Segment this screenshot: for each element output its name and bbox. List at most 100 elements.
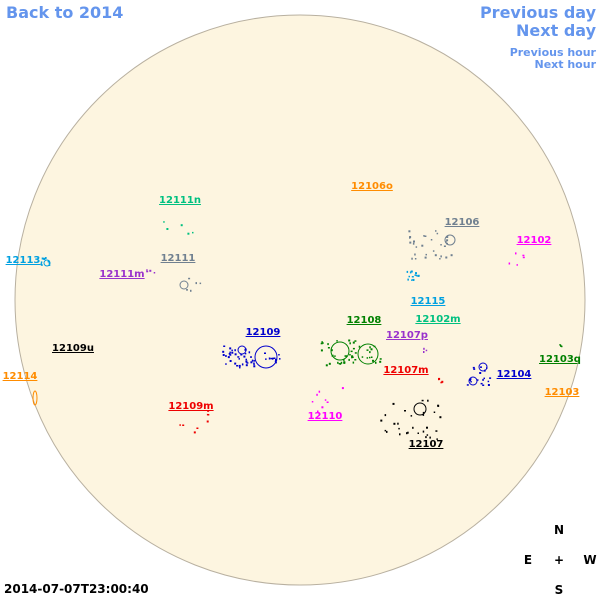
sunspot-dot [470, 381, 472, 383]
region-label-12106[interactable]: 12106 [445, 217, 480, 228]
sunspot-dot [188, 277, 191, 280]
sunspot-dot [354, 340, 357, 342]
sunspot-dot [244, 348, 247, 351]
region-label-12108[interactable]: 12108 [347, 315, 382, 326]
sunspot-dot [399, 433, 401, 436]
sunspot-dot [190, 289, 192, 292]
sunspot-dot [421, 244, 424, 247]
sunspot-dot [273, 357, 276, 359]
region-label-12115[interactable]: 12115 [411, 296, 446, 307]
sunspot-dot [434, 254, 437, 257]
sunspot-dot [234, 362, 237, 365]
sunspot-dot [149, 269, 152, 272]
region-label-12114[interactable]: 12114 [3, 371, 38, 382]
region-label-12102m[interactable]: 12102m [415, 314, 460, 325]
next-day-link[interactable]: Next day [516, 21, 596, 40]
sunspot-dot [379, 360, 382, 363]
sunspot-group-12111m [146, 269, 156, 274]
solar-disk [14, 14, 586, 586]
sunspot-dot [352, 347, 355, 350]
previous-day-link[interactable]: Previous day [479, 3, 596, 22]
sunspot-dot [473, 368, 476, 370]
sunspot-dot [415, 246, 418, 248]
sunspot-dot [409, 236, 412, 238]
sunspot-dot [487, 380, 490, 383]
sunspot-dot [411, 276, 414, 278]
region-label-12106o[interactable]: 12106o [351, 181, 393, 192]
sunspot-dot [480, 366, 482, 368]
sunspot-dot [438, 377, 441, 380]
region-label-12111m[interactable]: 12111m [99, 269, 144, 280]
sunspot-dot [348, 339, 351, 342]
sunspot-dot [422, 413, 425, 416]
sunspot-dot [479, 372, 482, 374]
sunspot-dot [241, 363, 244, 366]
previous-hour-link[interactable]: Previous hour [509, 46, 596, 59]
sunspot-dot [248, 351, 251, 354]
sunspot-dot [408, 275, 410, 278]
region-label-12109[interactable]: 12109 [246, 327, 281, 338]
sunspot-dot [413, 240, 415, 243]
sunspot-dot [437, 405, 440, 407]
sunspot-dot [352, 341, 355, 344]
sunspot-dot [229, 360, 232, 362]
sunspot-dot [349, 354, 351, 356]
sunspot-dot [166, 228, 169, 230]
sunspot-dot [337, 361, 339, 364]
sunspot-dot [279, 358, 281, 360]
sunspot-dot [412, 426, 414, 429]
sunspot-dot [436, 232, 439, 235]
sunspot-dot [369, 346, 371, 349]
sunspot-dot [472, 366, 475, 369]
sunspot-dot [482, 378, 484, 381]
region-label-12111n[interactable]: 12111n [159, 195, 201, 206]
sunspot-dot [207, 414, 210, 416]
region-label-12104[interactable]: 12104 [497, 369, 532, 380]
region-label-12102[interactable]: 12102 [517, 235, 552, 246]
sunspot-dot [324, 399, 327, 401]
region-label-12107[interactable]: 12107 [409, 439, 444, 450]
compass-rose: N E + W S [524, 523, 597, 597]
sunspot-dot [435, 430, 438, 432]
sunspot-umbra [357, 343, 379, 365]
sunspot-dot [354, 359, 357, 361]
sunspot-group-12109m [179, 410, 210, 434]
back-to-year-link[interactable]: Back to 2014 [6, 3, 124, 22]
sunspot-dot [351, 356, 354, 358]
sunspot-dot [316, 393, 318, 396]
region-label-12103q[interactable]: 12103q [539, 354, 581, 365]
sunspot-dot [417, 432, 419, 434]
sunspot-dot [245, 360, 248, 363]
sunspot-dot [245, 364, 248, 367]
sunspot-dot [278, 354, 280, 356]
region-label-12111[interactable]: 12111 [161, 253, 196, 264]
region-label-12103[interactable]: 12103 [545, 387, 580, 398]
sunspot-dot [369, 356, 371, 359]
sunspot-dot [192, 231, 194, 234]
sunspot-dot [196, 427, 199, 429]
sunspot-dot [236, 365, 239, 367]
region-label-12107p[interactable]: 12107p [386, 330, 428, 341]
sunspot-dot [483, 377, 485, 380]
next-hour-link[interactable]: Next hour [534, 58, 597, 71]
region-label-12109u[interactable]: 12109u [52, 343, 94, 354]
sunspot-dot [380, 419, 383, 422]
sunspot-dot [48, 264, 51, 266]
sunspot-dot [559, 344, 561, 346]
sunspot-dot [379, 358, 382, 360]
sunspot-dot [311, 401, 314, 403]
sunspot-dot [239, 366, 241, 369]
sunspot-dot [344, 355, 347, 357]
sunspot-dot [251, 359, 254, 362]
region-label-12109m[interactable]: 12109m [168, 401, 213, 412]
sunspot-umbra [478, 362, 488, 372]
region-label-12107m[interactable]: 12107m [383, 365, 428, 376]
sunspot-dot [386, 430, 388, 433]
sunspot-dot [429, 436, 431, 439]
region-label-12110[interactable]: 12110 [308, 411, 343, 422]
region-label-12113[interactable]: 12113 [6, 255, 41, 266]
sunspot-dot [228, 353, 231, 355]
sunspot-dot [370, 348, 373, 351]
sunspot-dot [433, 411, 436, 413]
